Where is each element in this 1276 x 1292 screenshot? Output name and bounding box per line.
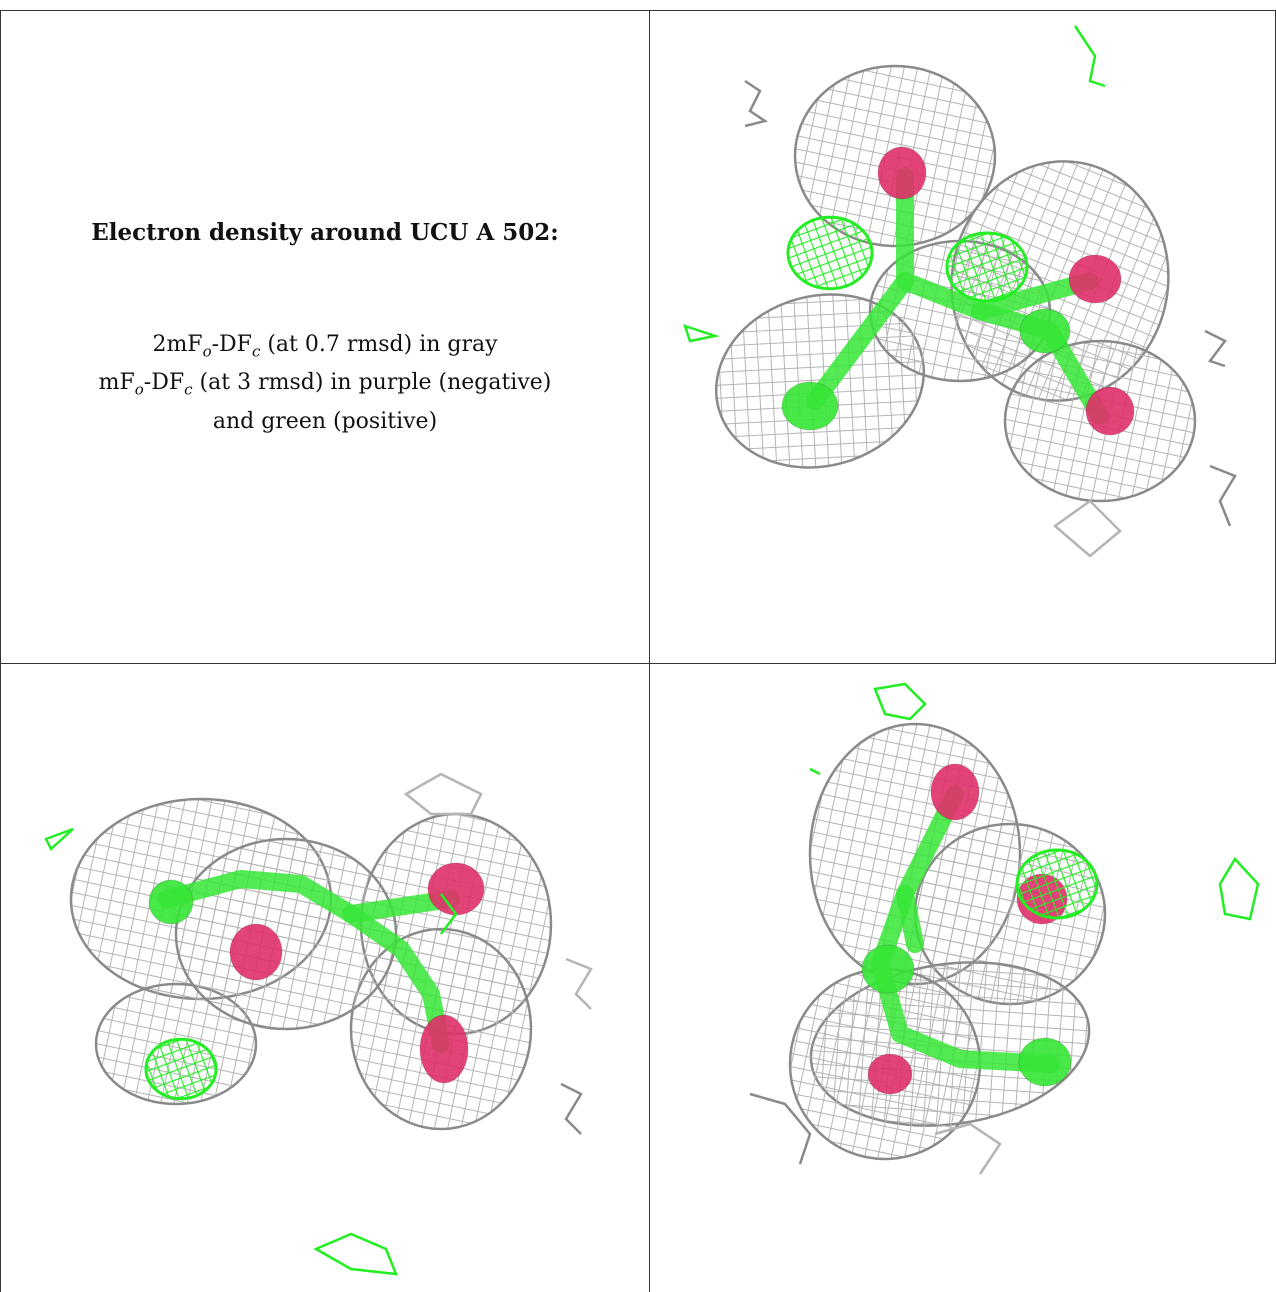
positive-fragment-top	[873, 682, 927, 721]
gray-fragment-lower-right	[1209, 464, 1237, 527]
ligand-bond-left	[806, 272, 914, 410]
positive-density-cage-bottom-left	[144, 1037, 218, 1101]
oxygen-atom-lower-right	[1085, 386, 1135, 436]
density-view-top-right	[683, 25, 1237, 558]
density-blob-center	[174, 837, 398, 1031]
gray-fragment-right	[565, 957, 593, 1010]
positive-fragment-far-left	[44, 827, 74, 852]
gray-fragment-top	[403, 772, 483, 816]
positive-fragment-right	[1218, 856, 1260, 921]
carbon-atom-left	[861, 944, 915, 994]
positive-density-cage-left	[786, 215, 874, 291]
carbon-atom-left	[148, 879, 194, 925]
carbon-atom-right	[1018, 1037, 1072, 1087]
frame-center-divider	[649, 10, 650, 1292]
gray-fragment-bottom-left	[749, 1092, 812, 1165]
legend-line-difference: mFo-DFc (at 3 rmsd) in purple (negative)	[98, 370, 552, 399]
oxygen-atom-top	[877, 146, 927, 200]
legend-line-gray: 2mFo-DFc (at 0.7 rmsd) in gray	[152, 332, 498, 361]
positive-fragment-center	[440, 893, 458, 935]
frame-left-border	[0, 10, 1, 1292]
carbon-atom-center	[1019, 308, 1071, 354]
positive-fragment-left	[809, 767, 821, 776]
caption-legend: 2mFo-DFc (at 0.7 rmsd) in gray mFo-DFc (…	[1, 329, 649, 437]
gray-fragment-bottom	[1052, 499, 1122, 558]
oxygen-atom-lower-left	[867, 1053, 913, 1095]
ligand-bonds-main	[871, 785, 1059, 1073]
legend-line-positive: and green (positive)	[212, 408, 438, 434]
positive-fragment-left	[683, 324, 720, 343]
positive-fragment-bottom	[313, 1232, 398, 1276]
frame-top-border	[0, 10, 1276, 11]
frame-row-divider	[0, 663, 1276, 664]
positive-fragment-top	[1073, 25, 1106, 88]
ligand-bond-inner	[896, 885, 924, 953]
positive-density-cage-center	[945, 231, 1029, 303]
gray-fragment-right	[1204, 329, 1227, 368]
gray-fragment-top-left	[744, 79, 769, 128]
density-view-bottom-right	[749, 682, 1260, 1175]
oxygen-atom-right	[1068, 254, 1122, 304]
positive-density-cage-right	[1015, 848, 1099, 920]
oxygen-atom-lower-right	[419, 1014, 469, 1084]
caption-cell: Electron density around UCU A 502: 2mFo-…	[1, 11, 649, 663]
carbon-atom-left	[781, 381, 839, 431]
oxygen-atom-left	[229, 923, 283, 981]
gray-fragment-lower-right	[560, 1082, 583, 1135]
oxygen-atom-top	[930, 763, 980, 821]
oxygen-atom-upper-right	[427, 862, 485, 916]
caption-title: Electron density around UCU A 502:	[91, 219, 559, 246]
density-view-bottom-left	[44, 772, 593, 1276]
gray-fragment-bottom	[934, 1122, 1002, 1175]
